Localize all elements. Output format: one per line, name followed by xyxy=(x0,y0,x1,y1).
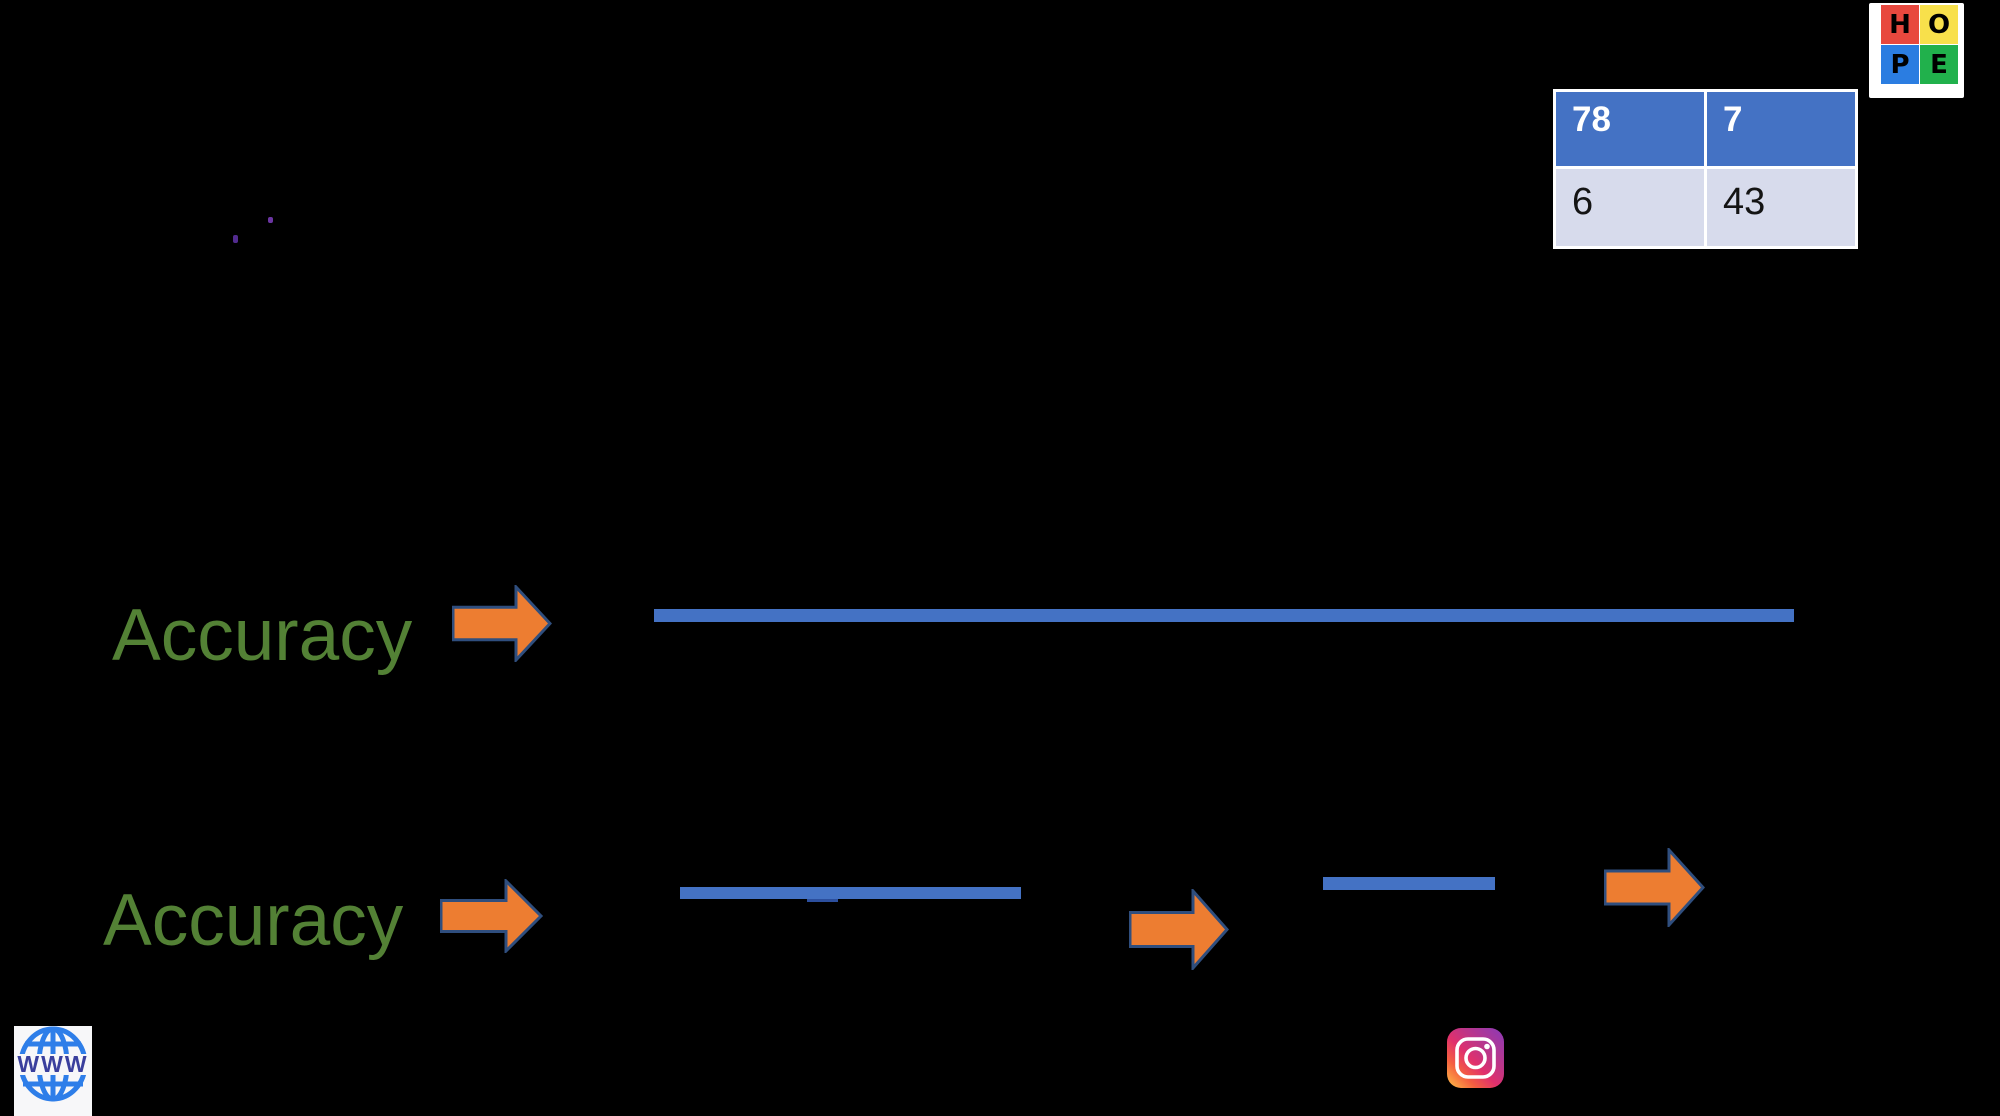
hope-logo-letter-p: P xyxy=(1881,45,1919,84)
stray-mark xyxy=(268,217,273,223)
hope-logo-grid: H O P E xyxy=(1881,5,1958,84)
hope-logo-letter-e: E xyxy=(1920,45,1958,84)
right-arrow-shape-1 xyxy=(452,585,552,662)
accuracy-label-top: Accuracy xyxy=(112,595,413,676)
table-cell-false-positive: 6 xyxy=(1556,169,1704,246)
instagram-icon[interactable] xyxy=(1447,1028,1504,1088)
accuracy-label-bottom: Accuracy xyxy=(103,880,404,961)
formula-bar-long xyxy=(654,609,1794,622)
hope-logo-letter-h: H xyxy=(1881,5,1919,44)
formula-bar-short xyxy=(1323,877,1495,890)
table-cell-true-negative: 43 xyxy=(1707,169,1855,246)
hope-logo: H O P E xyxy=(1869,3,1964,98)
formula-bar-fragment xyxy=(807,899,838,902)
hope-logo-letter-o: O xyxy=(1920,5,1958,44)
table-cell-false-negative: 7 xyxy=(1707,92,1855,166)
right-arrow-shape-3 xyxy=(1129,889,1229,970)
right-arrow-shape-4 xyxy=(1604,848,1705,927)
right-arrow-shape-2 xyxy=(440,879,543,953)
table-cell-true-positive: 78 xyxy=(1556,92,1704,166)
formula-bar-medium xyxy=(680,887,1021,899)
confusion-matrix-table: 78 7 6 43 xyxy=(1553,89,1858,249)
www-text: WWW xyxy=(17,1051,88,1077)
www-globe-icon[interactable]: WWW xyxy=(14,1026,92,1116)
stray-mark xyxy=(233,235,238,243)
